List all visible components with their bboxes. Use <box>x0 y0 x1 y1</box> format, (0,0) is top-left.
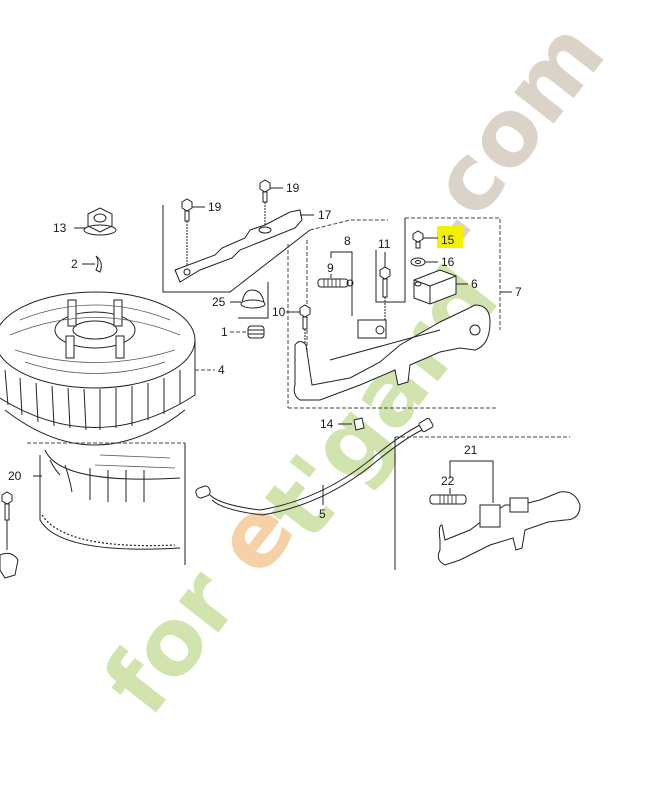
label-21: 21 <box>464 443 478 457</box>
label-13: 13 <box>53 221 67 235</box>
plate-17[interactable]: 17 <box>174 208 332 283</box>
watermark-for: for <box>83 550 259 733</box>
control-bracket[interactable] <box>293 304 491 401</box>
watermark-com: .com <box>388 2 625 264</box>
key-2[interactable]: 2 <box>71 255 102 273</box>
grommet-1[interactable]: 1 <box>221 325 265 339</box>
label-10: 10 <box>272 305 286 319</box>
flywheel-4[interactable]: 4 <box>0 291 225 446</box>
control-assembly-box-21 <box>394 436 570 570</box>
label-7: 7 <box>515 285 522 299</box>
label-8: 8 <box>344 234 351 248</box>
label-16: 16 <box>441 255 455 269</box>
label-4: 4 <box>218 363 225 377</box>
control-assembly-21[interactable]: 21 <box>437 443 581 566</box>
label-9: 9 <box>327 261 334 275</box>
washer-16[interactable]: 16 <box>410 255 455 269</box>
label-1: 1 <box>221 325 228 339</box>
switch-6[interactable]: 6 <box>413 269 478 305</box>
label-17: 17 <box>318 208 332 222</box>
label-20: 20 <box>8 469 22 483</box>
flange-bolt-19a[interactable]: 19 <box>181 198 222 265</box>
flange-bolt-19b[interactable]: 19 <box>259 179 300 230</box>
stud-bolt-11[interactable]: 11 <box>378 237 391 330</box>
spring-9[interactable]: 9 <box>317 261 354 288</box>
label-14: 14 <box>320 417 334 431</box>
screw-15[interactable]: 15 <box>412 226 463 249</box>
highlight-15 <box>437 226 463 248</box>
watermark-tgard: t'gard <box>243 247 519 558</box>
flywheel-20[interactable]: 20 <box>8 442 186 565</box>
label-11: 11 <box>378 237 391 251</box>
clip-14[interactable]: 14 <box>320 417 365 431</box>
bolt-10[interactable]: 10 <box>272 304 311 345</box>
flange-nut-13[interactable]: 13 <box>53 207 117 236</box>
bolt-lower-left[interactable] <box>0 491 19 579</box>
label-5: 5 <box>319 507 326 521</box>
spring-22[interactable]: 22 <box>429 474 467 505</box>
label-25: 25 <box>212 295 226 309</box>
label-22: 22 <box>441 474 455 488</box>
label-2: 2 <box>71 257 78 271</box>
label-19a: 19 <box>208 200 222 214</box>
cap-25[interactable]: 25 <box>212 282 269 319</box>
cable-5[interactable]: 5 <box>195 417 434 521</box>
label-15: 15 <box>441 233 455 247</box>
label-19b: 19 <box>286 181 300 195</box>
spring-set-8[interactable]: 8 <box>330 234 353 316</box>
plate-group-box <box>162 205 311 293</box>
label-6: 6 <box>471 277 478 291</box>
